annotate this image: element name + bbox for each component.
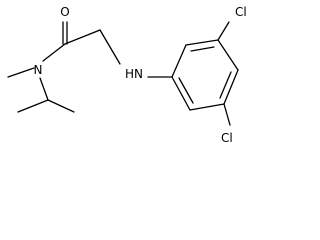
bond-carbonyl-to-amide-nitrogen [42, 43, 66, 62]
bond-isopropyl-methyl-left [17, 99, 49, 113]
bond-ring-to-chlorine-bottom [223, 103, 231, 126]
bond-isopropyl-methyl-right [47, 99, 75, 113]
benzene-ring [171, 39, 239, 111]
bond-n-methyl [7, 67, 35, 78]
carbonyl-double-bond [62, 21, 68, 45]
molecule-structure-diagram: O N HN Cl Cl [7, 5, 247, 145]
chlorine-bottom-label: Cl [221, 131, 233, 145]
chlorine-top-label: Cl [235, 5, 247, 19]
amide-nitrogen-label: N [34, 63, 43, 77]
bond-ring-to-chlorine-top [217, 21, 230, 41]
amine-nh-label: HN [125, 67, 143, 81]
bond-carbonyl-to-methylene [64, 29, 101, 45]
bond-methylene-to-amine [99, 29, 121, 65]
oxygen-label: O [60, 5, 69, 19]
bond-n-to-isopropyl [39, 77, 49, 101]
